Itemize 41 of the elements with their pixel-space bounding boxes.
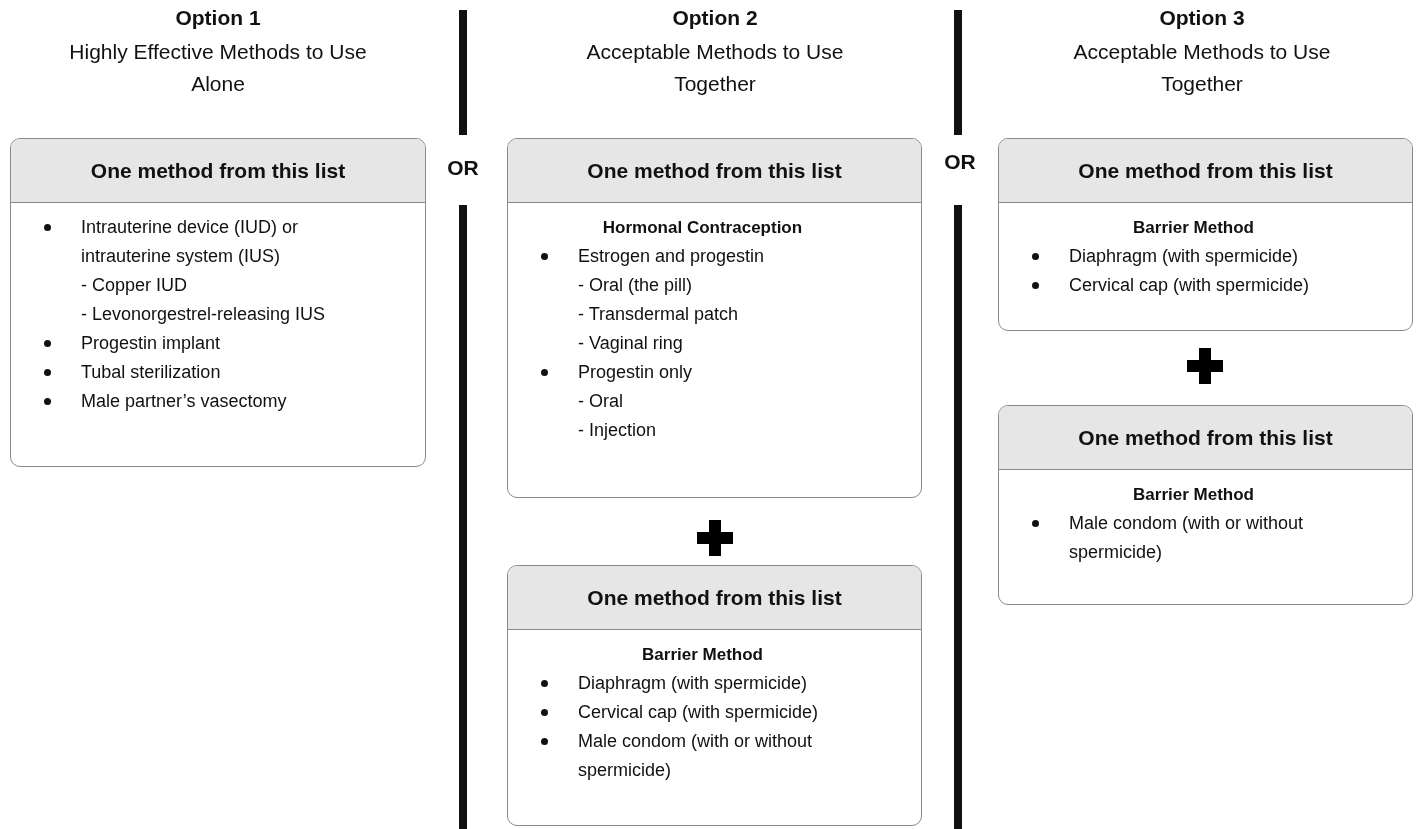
bullet-item: Intrauterine device (IUD) or intrauterine system (IUS)	[81, 216, 300, 268]
option-subtitle: Acceptable Methods to Use Together	[585, 39, 845, 97]
bullet-item: Cervical cap (with spermicide)	[1069, 274, 1311, 297]
bullet-item: Estrogen and progestin	[578, 245, 766, 268]
option-heading: Option 1	[174, 5, 262, 31]
sub-item: - Oral (the pill)	[578, 274, 694, 297]
card-header: One method from this list	[999, 139, 1412, 203]
bullet-item: Tubal sterilization	[81, 361, 222, 384]
sub-item: - Vaginal ring	[578, 332, 684, 355]
sub-item: - Transdermal patch	[578, 303, 740, 326]
method-card	[998, 138, 1413, 331]
list-subheading: Barrier Method	[641, 644, 764, 666]
card-header: One method from this list	[999, 406, 1412, 470]
bullet-item: Diaphragm (with spermicide)	[578, 672, 809, 695]
bullet-item: Male condom (with or without spermicide)	[578, 730, 814, 782]
sub-item: - Levonorgestrel-releasing IUS	[81, 303, 327, 326]
sub-item: - Injection	[578, 419, 658, 442]
sub-item: - Copper IUD	[81, 274, 189, 297]
option-subtitle: Acceptable Methods to Use Together	[1072, 39, 1332, 97]
bullet-item: Progestin only	[578, 361, 694, 384]
bullet-item: Diaphragm (with spermicide)	[1069, 245, 1300, 268]
card-header: One method from this list	[508, 566, 921, 630]
bullet-item: Progestin implant	[81, 332, 222, 355]
option-heading: Option 3	[1158, 5, 1246, 31]
sub-item: - Oral	[578, 390, 624, 413]
option-subtitle: Highly Effective Methods to Use Alone	[68, 39, 368, 97]
card-header: One method from this list	[508, 139, 921, 203]
list-subheading: Barrier Method	[1132, 217, 1255, 239]
or-label: OR	[943, 149, 977, 175]
method-card	[507, 565, 922, 826]
method-card	[998, 405, 1413, 605]
list-subheading: Hormonal Contraception	[601, 217, 804, 239]
bullet-item: Male condom (with or without spermicide)	[1069, 512, 1305, 564]
card-header: One method from this list	[11, 139, 425, 203]
bullet-item: Male partner’s vasectomy	[81, 390, 288, 413]
option-heading: Option 2	[671, 5, 759, 31]
method-card	[10, 138, 426, 467]
list-subheading: Barrier Method	[1132, 484, 1255, 506]
or-label: OR	[446, 155, 480, 181]
method-card	[507, 138, 922, 498]
bullet-item: Cervical cap (with spermicide)	[578, 701, 820, 724]
